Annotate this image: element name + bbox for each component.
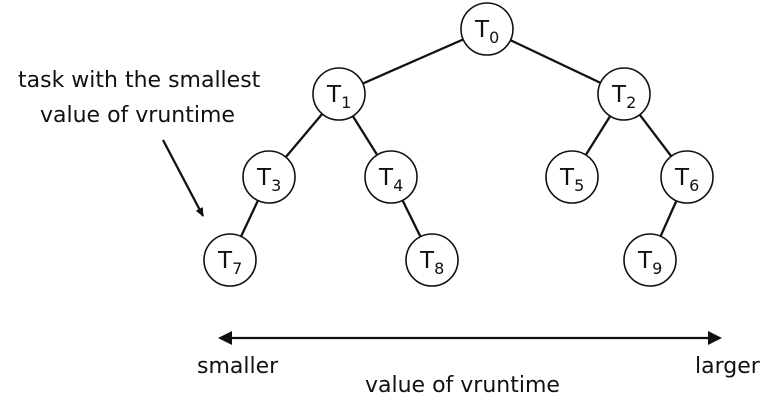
node-label: T3 — [256, 165, 281, 195]
node-t9: T9 — [623, 233, 677, 287]
node-label-base: T — [637, 248, 653, 274]
node-t2: T2 — [597, 67, 651, 121]
node-label-base: T — [217, 248, 233, 274]
node-label: T6 — [674, 165, 699, 195]
node-label: T2 — [611, 82, 636, 112]
node-label: T4 — [378, 165, 403, 195]
axis-right-label: larger — [695, 354, 761, 379]
node-label-subscript: 1 — [341, 93, 351, 112]
node-circle — [460, 2, 514, 56]
node-circle — [623, 233, 677, 287]
node-label-subscript: 4 — [393, 176, 403, 195]
node-circle — [405, 233, 459, 287]
node-label-subscript: 6 — [689, 176, 699, 195]
node-t1: T1 — [312, 67, 366, 121]
node-label-subscript: 8 — [434, 259, 444, 278]
node-circle — [312, 67, 366, 121]
node-label: T5 — [559, 165, 584, 195]
node-circle — [242, 150, 296, 204]
node-label: T8 — [419, 248, 444, 278]
node-t7: T7 — [203, 233, 257, 287]
node-label-subscript: 0 — [489, 28, 499, 47]
node-label-subscript: 2 — [626, 93, 636, 112]
callout-line-2: value of vruntime — [40, 103, 235, 128]
axis-caption: value of vruntime — [365, 373, 560, 398]
node-label-subscript: 5 — [574, 176, 584, 195]
node-label-subscript: 9 — [652, 259, 662, 278]
axis-left-arrowhead — [218, 331, 232, 345]
node-label-base: T — [326, 82, 342, 108]
node-circle — [364, 150, 418, 204]
edge-t0-t1 — [337, 27, 489, 96]
axis-right-arrowhead — [708, 331, 722, 345]
node-label-base: T — [674, 165, 690, 191]
node-t3: T3 — [242, 150, 296, 204]
node-label-base: T — [378, 165, 394, 191]
node-label-base: T — [256, 165, 272, 191]
node-circle — [545, 150, 599, 204]
node-circle — [203, 233, 257, 287]
node-t4: T4 — [364, 150, 418, 204]
node-label-base: T — [559, 165, 575, 191]
callout-arrow — [161, 139, 205, 217]
node-label-base: T — [611, 82, 627, 108]
node-label-subscript: 3 — [271, 176, 281, 195]
node-t5: T5 — [545, 150, 599, 204]
node-label: T0 — [474, 17, 499, 47]
node-label: T1 — [326, 82, 351, 112]
tree-edges — [228, 27, 689, 262]
node-label: T9 — [637, 248, 662, 278]
node-circle — [597, 67, 651, 121]
node-circle — [660, 150, 714, 204]
node-label-subscript: 7 — [232, 259, 242, 278]
node-t8: T8 — [405, 233, 459, 287]
axis-left-label: smaller — [197, 354, 279, 379]
node-label-base: T — [419, 248, 435, 274]
node-label: T7 — [217, 248, 242, 278]
node-t0: T0 — [460, 2, 514, 56]
node-label-base: T — [474, 17, 490, 43]
callout-line-1: task with the smallest — [18, 68, 261, 93]
node-t6: T6 — [660, 150, 714, 204]
